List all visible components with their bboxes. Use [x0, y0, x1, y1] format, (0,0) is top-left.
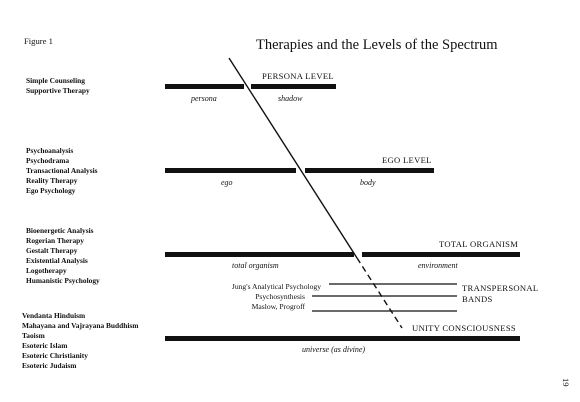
therapy-item: Esoteric Islam — [22, 341, 68, 350]
level-bar-left — [165, 84, 244, 89]
therapy-item: Psychodrama — [26, 156, 69, 165]
transpersonal-bands: Jung's Analytical Psychology Psychosynth… — [232, 282, 538, 312]
therapy-item: Mahayana and Vajrayana Buddhism — [22, 321, 139, 330]
band-label: Jung's Analytical Psychology — [232, 282, 321, 291]
therapy-item: Esoteric Judaism — [22, 361, 77, 370]
dividing-line-dashed — [356, 257, 403, 329]
therapy-item: Bioenergetic Analysis — [26, 226, 94, 235]
therapy-item: Existential Analysis — [26, 256, 88, 265]
therapy-item: Taoism — [22, 331, 46, 340]
therapy-group-3: Bioenergetic Analysis Rogerian Therapy G… — [26, 226, 100, 285]
therapy-item: Logotherapy — [26, 266, 67, 275]
level-left-label: total organism — [232, 261, 279, 270]
level-bar-right — [305, 168, 434, 173]
therapy-item: Ego Psychology — [26, 186, 76, 195]
therapy-item: Reality Therapy — [26, 176, 78, 185]
level-bar-right — [362, 252, 520, 257]
level-bar-left — [165, 252, 354, 257]
therapy-item: Simple Counseling — [26, 76, 85, 85]
therapy-item: Psychoanalysis — [26, 146, 73, 155]
level-name: PERSONA LEVEL — [262, 71, 334, 81]
therapy-item: Humanistic Psychology — [26, 276, 100, 285]
level-right-label: shadow — [278, 94, 303, 103]
diagram-title: Therapies and the Levels of the Spectrum — [256, 37, 498, 53]
level-right-label: environment — [418, 261, 458, 270]
therapy-group-1: Simple Counseling Supportive Therapy — [26, 76, 90, 95]
total-organism-level: TOTAL ORGANISM total organism environmen… — [165, 239, 520, 270]
page-number: 19 — [561, 378, 571, 387]
level-bar-right — [251, 84, 336, 89]
dividing-line — [228, 57, 358, 259]
transpersonal-label-line2: BANDS — [462, 294, 493, 304]
level-name: UNITY CONSCIOUSNESS — [412, 323, 516, 333]
transpersonal-label-line1: TRANSPERSONAL — [462, 283, 538, 293]
level-name: EGO LEVEL — [382, 155, 432, 165]
level-center-label: universe (as divine) — [302, 345, 365, 354]
level-bar-full — [165, 336, 520, 341]
level-name: TOTAL ORGANISM — [439, 239, 518, 249]
level-left-label: ego — [221, 178, 233, 187]
band-label: Maslow, Progroff — [252, 302, 306, 311]
level-bar-left — [165, 168, 296, 173]
unity-consciousness-level: UNITY CONSCIOUSNESS universe (as divine) — [165, 323, 520, 354]
level-left-label: persona — [190, 94, 217, 103]
therapy-item: Transactional Analysis — [26, 166, 98, 175]
therapy-item: Rogerian Therapy — [26, 236, 84, 245]
figure-label: Figure 1 — [24, 36, 53, 46]
therapy-group-4: Vendanta Hinduism Mahayana and Vajrayana… — [22, 311, 139, 370]
therapy-item: Vendanta Hinduism — [22, 311, 86, 320]
therapy-item: Supportive Therapy — [26, 86, 90, 95]
therapy-group-2: Psychoanalysis Psychodrama Transactional… — [26, 146, 98, 195]
band-label: Psychosynthesis — [255, 292, 305, 301]
persona-level: PERSONA LEVEL persona shadow — [165, 71, 336, 103]
therapy-item: Esoteric Christianity — [22, 351, 88, 360]
level-right-label: body — [360, 178, 376, 187]
therapy-item: Gestalt Therapy — [26, 246, 78, 255]
ego-level: EGO LEVEL ego body — [165, 155, 434, 187]
